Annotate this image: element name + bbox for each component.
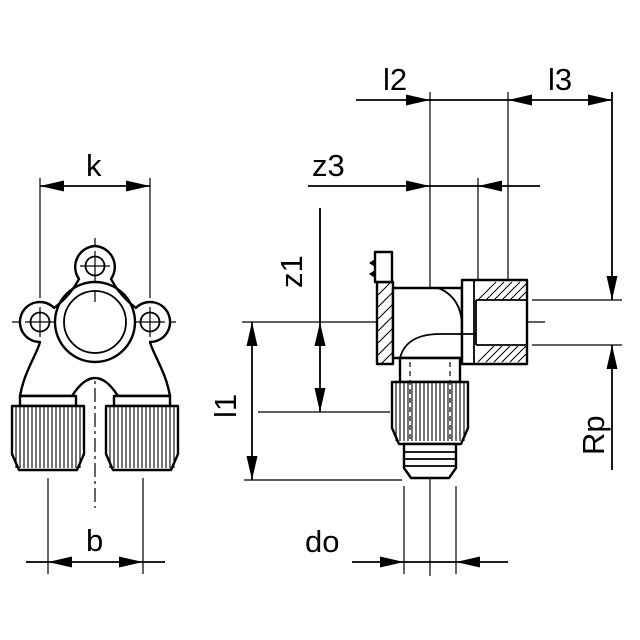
- arrowhead: [314, 322, 326, 346]
- dim-l1: l1: [208, 322, 258, 480]
- arrowhead: [126, 180, 150, 192]
- arrowhead: [314, 388, 326, 412]
- dim-k: k: [39, 148, 151, 298]
- dim-z1: z1: [274, 208, 326, 412]
- arrowhead: [456, 556, 480, 568]
- arrowhead: [380, 556, 404, 568]
- arrowhead: [606, 345, 618, 369]
- screw-left: [25, 307, 55, 337]
- arrowhead: [406, 180, 430, 192]
- dim-label-z3: z3: [312, 148, 345, 183]
- elbow-body: [391, 286, 464, 360]
- pipe-neck: [398, 356, 462, 384]
- dim-l2: l2: [356, 62, 612, 106]
- union-nut: [390, 380, 470, 446]
- right-nut-knurl: [109, 407, 175, 468]
- dim-label-l1: l1: [208, 394, 243, 418]
- dim-do: do: [305, 486, 508, 574]
- arrowhead: [406, 94, 430, 106]
- dim-z3: z3: [308, 148, 540, 192]
- screw-top: [80, 251, 110, 281]
- arrowhead: [246, 456, 258, 480]
- elbow-inner-curve: [399, 333, 476, 359]
- test-nipple: [373, 250, 394, 284]
- nipple-barb: [369, 270, 375, 278]
- socket-hatch-bottom: [477, 344, 528, 363]
- arrowhead: [606, 276, 618, 300]
- socket-hatch-top: [477, 281, 528, 301]
- screw-right: [135, 307, 165, 337]
- dim-l3: l3: [548, 62, 612, 106]
- left-collar: [18, 394, 78, 408]
- dim-label-z1: z1: [274, 255, 309, 288]
- dim-rp: Rp: [532, 92, 622, 470]
- dim-label-k: k: [86, 148, 102, 183]
- arrowhead: [246, 322, 258, 346]
- right-collar: [112, 394, 172, 408]
- threaded-end: [402, 442, 458, 480]
- arrowhead: [119, 556, 143, 568]
- dim-label-l2: l2: [383, 62, 407, 97]
- dim-b: b: [26, 478, 165, 574]
- dim-label-rp: Rp: [576, 415, 611, 455]
- arrowhead: [48, 556, 72, 568]
- arrowhead: [478, 180, 502, 192]
- arrowhead: [508, 94, 532, 106]
- dim-label-b: b: [86, 523, 103, 558]
- dim-label-do: do: [305, 524, 339, 559]
- union-nut-knurl: [395, 383, 465, 441]
- left-nut-knurl: [15, 407, 81, 468]
- flange-hatch: [376, 281, 394, 365]
- dim-label-l3: l3: [548, 62, 572, 97]
- arrowhead: [588, 94, 612, 106]
- arrowhead: [40, 180, 64, 192]
- side-view: l2 l3 z3 z1 l1: [208, 62, 622, 576]
- elbow-shoulder-curve: [437, 287, 463, 327]
- front-view: k b: [10, 148, 180, 574]
- nipple-barb: [369, 259, 375, 267]
